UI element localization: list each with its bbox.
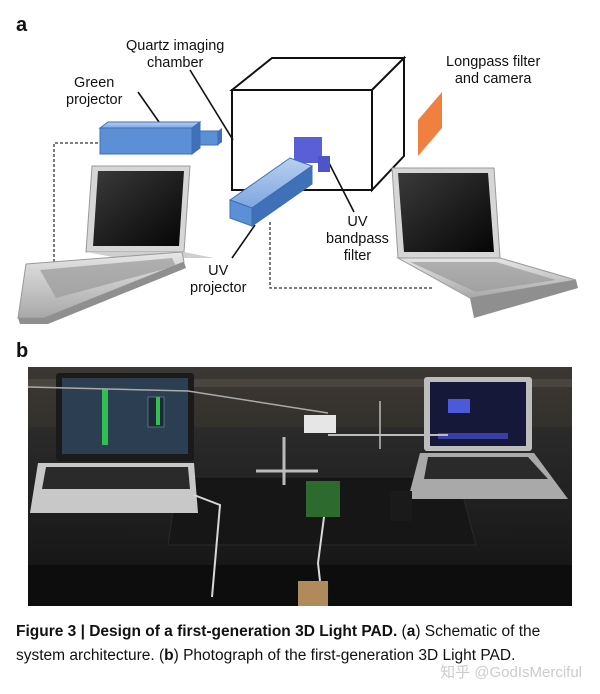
label-quartz-chamber-line2: chamber (146, 55, 204, 71)
system-photograph (28, 367, 572, 606)
label-longpass-line2: and camera (454, 71, 532, 87)
longpass-filter (418, 92, 442, 156)
label-quartz-chamber: Quartz imaging chamber (126, 38, 224, 72)
label-green-projector-line1: Green (74, 75, 115, 91)
watermark: 知乎 @GodIsMerciful (440, 664, 582, 681)
panel-b-label: b (16, 340, 29, 362)
label-uv-bandpass-line2: bandpass (326, 231, 389, 247)
label-longpass-line1: Longpass filter (446, 54, 541, 70)
label-uv-bandpass-line3: filter (343, 248, 372, 264)
caption-text-a: ) Schematic of the system architecture. … (16, 623, 541, 664)
panel-a-label: a (16, 14, 28, 36)
label-uv-bandpass-line1: UV (347, 214, 368, 230)
label-green-projector: Green projector (66, 75, 122, 109)
label-uv-bandpass-filter: UV bandpass filter (326, 214, 389, 265)
caption-text-b: ) Photograph of the first-generation 3D … (173, 647, 516, 664)
caption-open-a: ( (397, 623, 407, 640)
leader-lines (137, 69, 355, 259)
label-quartz-chamber-line1: Quartz imaging (126, 38, 225, 54)
uv-bandpass-filter (294, 137, 330, 172)
label-green-projector-line2: projector (66, 92, 123, 108)
label-uv-projector-line2: projector (190, 280, 247, 296)
caption-figure-number: Figure 3 | Design of a first-generation … (16, 623, 398, 640)
photo-left-laptop (30, 373, 198, 513)
photo-right-laptop (408, 377, 568, 499)
cable-right (269, 222, 432, 289)
right-laptop-illustration (391, 167, 578, 318)
label-uv-projector-line1: UV (208, 263, 229, 279)
caption-ref-a: a (406, 623, 416, 640)
green-projector (98, 121, 222, 155)
uv-projector (228, 157, 314, 227)
cable-left (53, 142, 102, 262)
label-uv-projector: UV projector (190, 263, 246, 297)
system-schematic (17, 55, 578, 324)
left-laptop-illustration (17, 165, 214, 324)
figure-caption: Figure 3 | Design of a first-generation … (16, 620, 588, 668)
label-longpass-filter: Longpass filter and camera (446, 54, 540, 88)
caption-ref-b: b (164, 647, 174, 664)
